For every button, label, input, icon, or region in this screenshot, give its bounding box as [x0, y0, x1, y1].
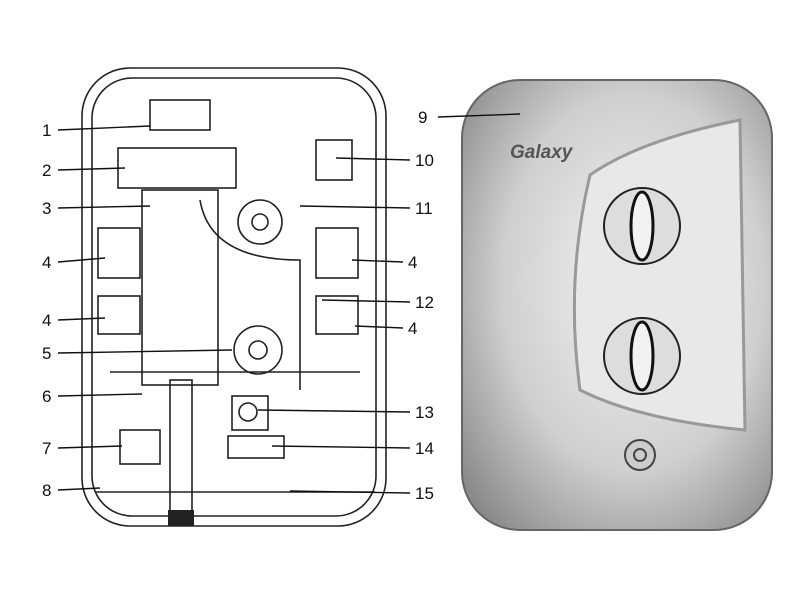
terminal-block	[97, 227, 141, 279]
callout-label: 4	[42, 311, 51, 330]
solenoid-valve	[233, 325, 283, 375]
callout-label: 5	[42, 344, 51, 363]
temperature-dial[interactable]	[603, 317, 681, 395]
callout-label: 14	[415, 439, 434, 458]
callout-label: 13	[415, 403, 434, 422]
cable-gland	[119, 429, 161, 465]
callout-label: 4	[408, 253, 417, 272]
callout-label: 1	[42, 121, 51, 140]
brand-logo: Galaxy	[510, 142, 574, 163]
heater-can	[141, 189, 219, 386]
inlet	[168, 510, 194, 526]
terminal-block	[97, 295, 141, 335]
open-unit-illustration	[81, 67, 387, 527]
mode-dial[interactable]	[603, 187, 681, 265]
callout-label: 12	[415, 293, 434, 312]
terminal-block	[315, 227, 359, 279]
callouts: 1 2 3 4 4 5 6 7 8 9 10 11 4 12 4 13 14 1…	[42, 108, 521, 503]
callout-label: 15	[415, 484, 434, 503]
callout-label: 9	[418, 108, 427, 127]
callout-label: 6	[42, 387, 51, 406]
terminal-bar	[117, 147, 237, 189]
pressure-valve	[237, 199, 283, 245]
callout-label: 4	[42, 253, 51, 272]
cover-illustration: Galaxy	[461, 79, 773, 531]
callout-label: 7	[42, 439, 51, 458]
callout-label: 8	[42, 481, 51, 500]
power-icon	[633, 448, 647, 462]
callout-label: 2	[42, 161, 51, 180]
callout-label: 10	[415, 151, 434, 170]
callout-label: 4	[408, 319, 417, 338]
terminal-block	[315, 295, 359, 335]
callout-label: 3	[42, 199, 51, 218]
power-button[interactable]	[624, 439, 656, 471]
callout-label: 11	[415, 199, 433, 218]
